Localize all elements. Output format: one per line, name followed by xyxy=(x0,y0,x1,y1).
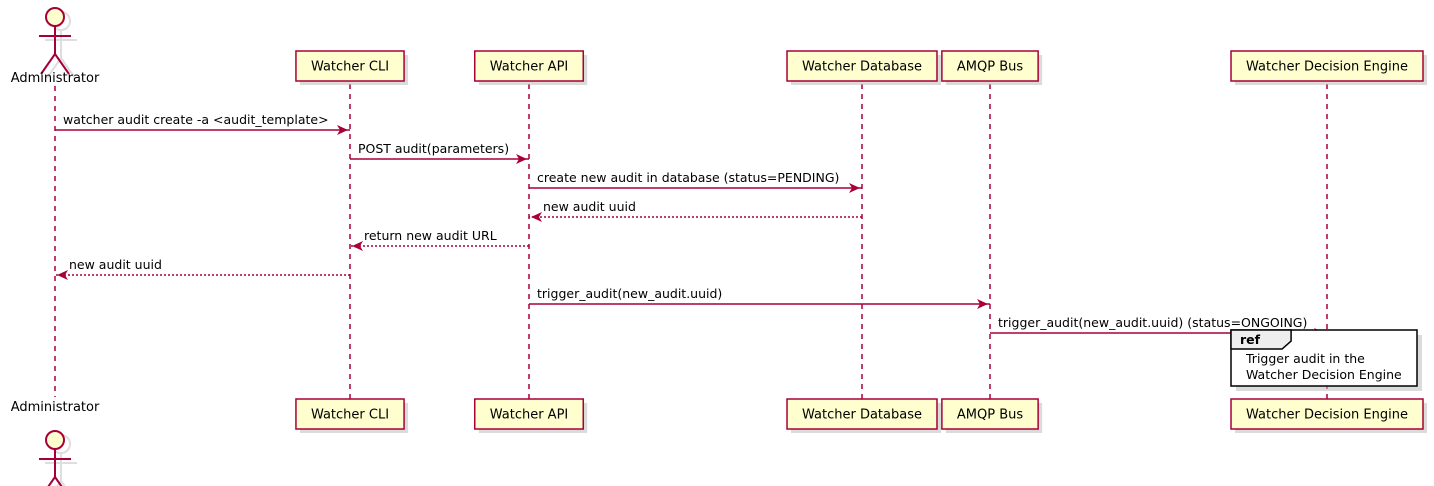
message-label-msg-1: watcher audit create -a <audit_template> xyxy=(63,112,329,127)
message-msg-1[interactable]: watcher audit create -a <audit_template> xyxy=(55,112,350,135)
participant-box-watcher-database-bottom[interactable] xyxy=(786,398,938,430)
message-arrowhead-msg-2 xyxy=(516,154,527,164)
message-arrowhead-msg-3 xyxy=(849,183,860,193)
message-msg-2[interactable]: POST audit(parameters) xyxy=(350,141,529,164)
participant-box-watcher-decision-engine-bottom[interactable] xyxy=(1230,398,1424,430)
actor-administrator-bottom[interactable]: Administrator xyxy=(11,400,100,486)
ref-tab-label: ref xyxy=(1240,332,1261,347)
message-msg-4[interactable]: new audit uuid xyxy=(529,199,862,222)
message-arrowhead-msg-5 xyxy=(352,241,363,251)
message-label-msg-4: new audit uuid xyxy=(543,199,636,214)
message-msg-6[interactable]: new audit uuid xyxy=(55,257,350,280)
actor-leg-left xyxy=(40,53,56,75)
actor-label-administrator: Administrator xyxy=(11,400,100,415)
actor-administrator-top[interactable]: Administrator xyxy=(11,7,100,86)
participant-box-watcher-decision-engine-top[interactable] xyxy=(1230,50,1424,82)
message-label-msg-5: return new audit URL xyxy=(364,228,497,243)
message-msg-3[interactable]: create new audit in database (status=PEN… xyxy=(529,170,862,193)
participant-label-watcher-decision-engine-top: Watcher Decision Engine xyxy=(1246,60,1408,75)
message-arrowhead-msg-1 xyxy=(337,125,348,135)
message-arrowhead-msg-6 xyxy=(57,270,68,280)
participant-box-watcher-cli-top[interactable] xyxy=(295,50,405,82)
message-label-msg-2: POST audit(parameters) xyxy=(358,141,509,156)
actor-head-icon xyxy=(45,430,65,450)
participant-label-watcher-database-bottom: Watcher Database xyxy=(802,408,922,423)
actor-label-administrator: Administrator xyxy=(11,71,100,86)
participant-label-watcher-api-bottom: Watcher API xyxy=(490,408,569,423)
participant-box-amqp-bus-top[interactable] xyxy=(941,50,1039,82)
message-label-msg-8: trigger_audit(new_audit.uuid) (status=ON… xyxy=(998,315,1307,330)
message-label-msg-3: create new audit in database (status=PEN… xyxy=(537,170,839,185)
participant-label-amqp-bus-top: AMQP Bus xyxy=(957,60,1023,75)
participant-label-watcher-decision-engine-bottom: Watcher Decision Engine xyxy=(1246,408,1408,423)
participant-label-watcher-database-top: Watcher Database xyxy=(802,60,922,75)
participant-box-watcher-database-top[interactable] xyxy=(786,50,938,82)
actor-leg-right xyxy=(54,53,70,75)
actor-leg-left xyxy=(47,476,56,486)
message-msg-7[interactable]: trigger_audit(new_audit.uuid) xyxy=(529,286,990,309)
message-label-msg-6: new audit uuid xyxy=(69,257,162,272)
participant-box-watcher-cli-bottom[interactable] xyxy=(295,398,405,430)
actor-leg-right xyxy=(54,476,63,486)
participant-box-watcher-api-bottom[interactable] xyxy=(473,398,585,430)
participant-box-amqp-bus-bottom[interactable] xyxy=(941,398,1039,430)
ref-tab xyxy=(1230,329,1292,350)
message-label-msg-7: trigger_audit(new_audit.uuid) xyxy=(537,286,722,301)
participant-label-watcher-cli-top: Watcher CLI xyxy=(311,60,389,75)
actor-head-icon xyxy=(45,7,65,27)
participant-label-watcher-api-top: Watcher API xyxy=(490,60,569,75)
participant-label-watcher-cli-bottom: Watcher CLI xyxy=(311,408,389,423)
ref-body-line-1: Watcher Decision Engine xyxy=(1246,367,1402,382)
message-msg-5[interactable]: return new audit URL xyxy=(350,228,529,251)
participant-box-watcher-api-top[interactable] xyxy=(473,50,585,82)
message-arrowhead-msg-7 xyxy=(977,299,988,309)
participant-label-amqp-bus-bottom: AMQP Bus xyxy=(957,408,1023,423)
message-arrowhead-msg-4 xyxy=(531,212,542,222)
ref-body-line-0: Trigger audit in the xyxy=(1245,351,1365,366)
